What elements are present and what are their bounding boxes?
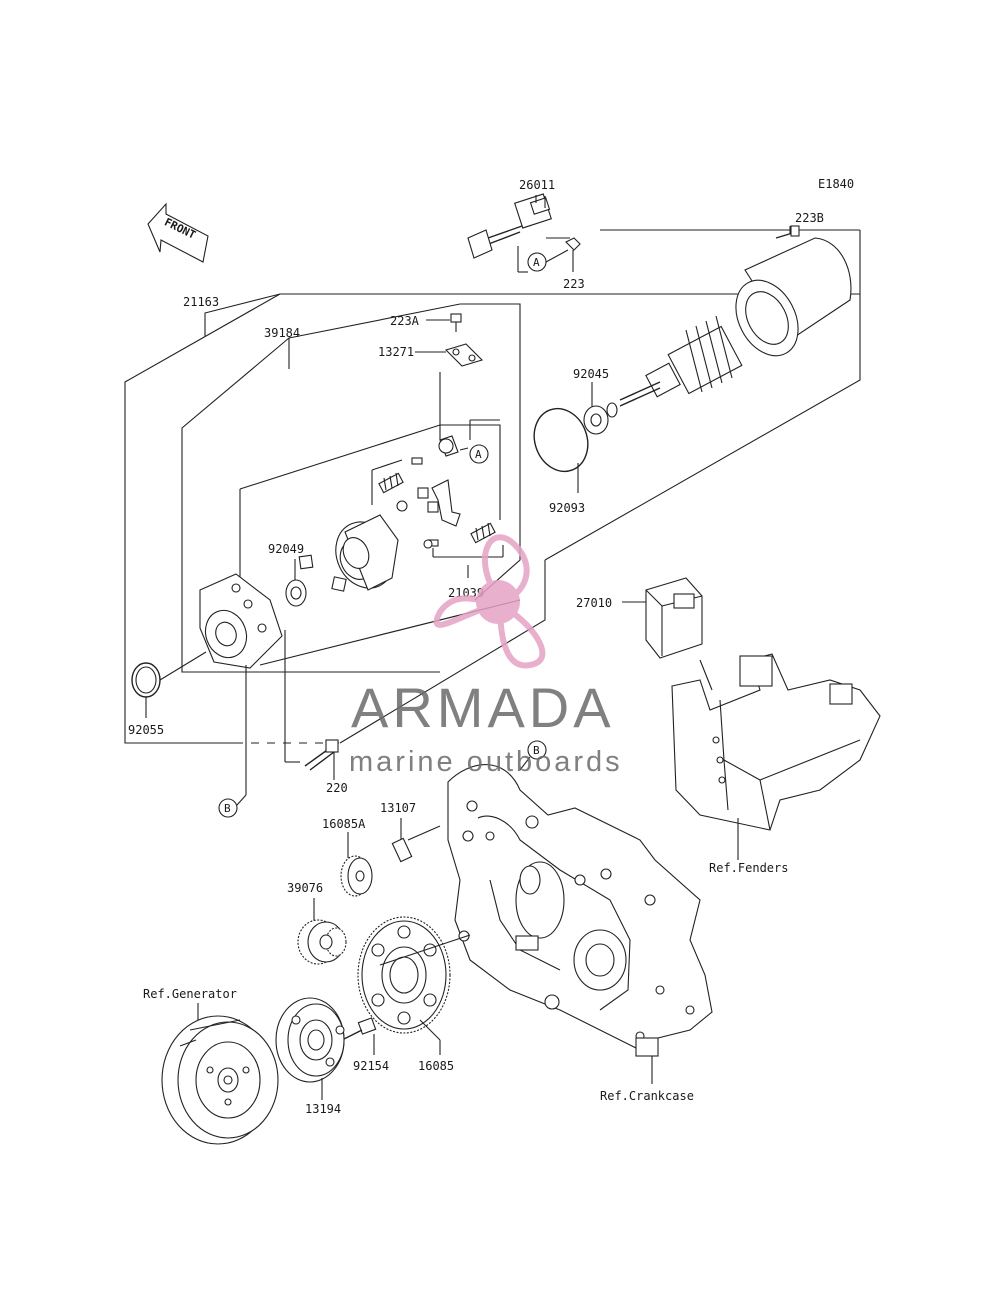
part-label-39184: 39184	[264, 326, 300, 340]
gear-16085A: 16085A	[322, 817, 373, 897]
ring-gear-16085: 16085	[357, 916, 454, 1073]
bearing-92045: 92045	[573, 367, 618, 435]
bolt-223B: 223B	[775, 211, 824, 239]
part-label-21163: 21163	[183, 295, 219, 309]
callout-a-top-letter: A	[533, 256, 540, 269]
part-label-92154: 92154	[353, 1059, 389, 1073]
part-label-16085: 16085	[418, 1059, 454, 1073]
brand-tagline: marine outboards	[349, 746, 623, 778]
ref-crankcase: Ref.Crankcase	[600, 1089, 694, 1103]
brush-plate	[298, 514, 399, 592]
plate-13271: 13271	[378, 343, 484, 367]
bolt-92154: 92154	[341, 1017, 389, 1073]
clutch-13194: 13194	[275, 997, 345, 1116]
armada-watermark: ARMADA marine outboards	[349, 534, 623, 778]
part-label-92055: 92055	[128, 723, 164, 737]
armature	[619, 315, 743, 407]
part-label-223B: 223B	[795, 211, 824, 225]
shaft-13107: 13107	[380, 801, 441, 863]
part-label-13271: 13271	[378, 345, 414, 359]
starter-motor-yoke	[735, 237, 852, 357]
callout-b-left-letter: B	[224, 802, 231, 815]
crankcase: Ref.Crankcase	[447, 764, 713, 1103]
part-label-39076: 39076	[287, 881, 323, 895]
part-label-92049: 92049	[268, 542, 304, 556]
part-label-13194: 13194	[305, 1102, 341, 1116]
front-cover-39184: 39184 21163	[183, 295, 300, 669]
callout-b-crankcase	[527, 740, 547, 760]
propeller-hub-icon	[476, 580, 520, 624]
gear-39076: 39076	[287, 881, 347, 965]
oil-seal-92049: 92049	[268, 542, 307, 607]
callout-a-mid	[469, 444, 489, 464]
callout-b-crankcase-letter: B	[533, 744, 540, 757]
starter-cable-26011: 26011	[467, 178, 555, 259]
part-label-92093: 92093	[549, 501, 585, 515]
o-ring-92093: 92093	[533, 407, 589, 515]
o-ring-92055: 92055	[128, 651, 207, 737]
generator-rotor: Ref.Generator	[143, 987, 279, 1145]
ref-fenders: Ref.Fenders	[709, 861, 788, 875]
front-arrow-icon: FRONT	[147, 202, 209, 263]
ref-generator: Ref.Generator	[143, 987, 237, 1001]
part-label-13107: 13107	[380, 801, 416, 815]
part-label-26011: 26011	[519, 178, 555, 192]
bolt-220: 220	[284, 630, 348, 795]
assembly-outline-39184	[181, 303, 521, 673]
part-label-223A: 223A	[390, 314, 420, 328]
part-label-27010: 27010	[576, 596, 612, 610]
assembly-outline-21163	[124, 229, 861, 744]
relay-27010: 27010	[576, 577, 703, 659]
callout-b-left	[218, 798, 238, 818]
part-label-223: 223	[563, 277, 585, 291]
fender-bracket: Ref.Fenders	[671, 653, 881, 875]
part-label-92045: 92045	[573, 367, 609, 381]
part-label-220: 220	[326, 781, 348, 795]
screw-223A: 223A	[390, 313, 462, 332]
part-label-16085A: 16085A	[322, 817, 366, 831]
brush-holder: A	[378, 435, 504, 558]
callout-a-mid-letter: A	[475, 448, 482, 461]
diagram-code: E1840	[818, 177, 854, 191]
brand-name: ARMADA	[351, 676, 615, 739]
bolt-223: 223	[563, 237, 585, 291]
